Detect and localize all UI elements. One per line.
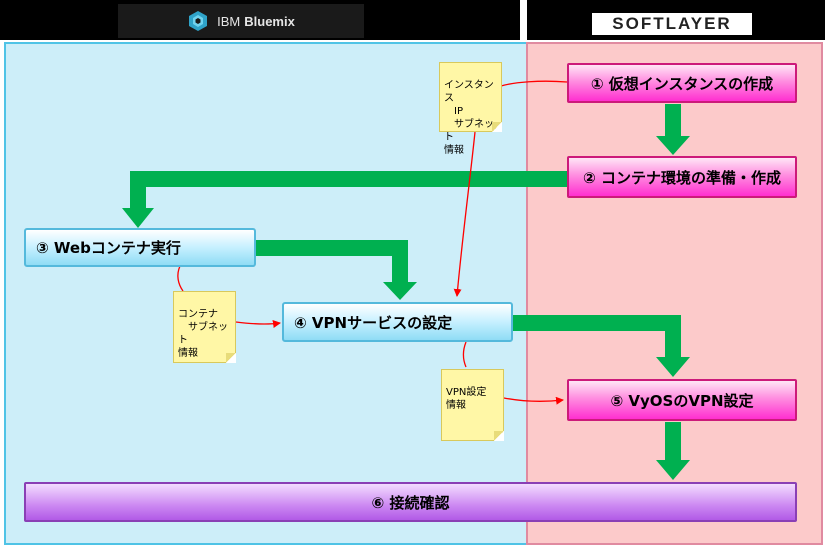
note-fold bbox=[494, 431, 504, 441]
red-arrow-note-to-step5 bbox=[503, 396, 564, 405]
arrow-step4-to-step5 bbox=[513, 315, 690, 377]
step6-label: ⑥ 接続確認 bbox=[371, 493, 450, 512]
step1-label: ① 仮想インスタンスの作成 bbox=[590, 74, 774, 93]
step4-label: ④ VPNサービスの設定 bbox=[294, 313, 453, 332]
step2-box: ② コンテナ環境の準備・作成 bbox=[567, 156, 797, 198]
step5-label: ⑤ VyOSのVPN設定 bbox=[610, 391, 754, 410]
step4-box: ④ VPNサービスの設定 bbox=[282, 302, 513, 342]
step1-box: ① 仮想インスタンスの作成 bbox=[567, 63, 797, 103]
note-fold bbox=[226, 353, 236, 363]
step2-label: ② コンテナ環境の準備・作成 bbox=[583, 168, 781, 187]
bluemix-icon bbox=[187, 10, 209, 32]
bluemix-logo-name: Bluemix bbox=[244, 13, 295, 29]
step3-label: ③ Webコンテナ実行 bbox=[36, 239, 181, 257]
red-arrow-note-to-step4b bbox=[235, 320, 281, 328]
red-line-step1-to-note bbox=[500, 80, 568, 87]
bluemix-logo: IBM Bluemix bbox=[118, 4, 364, 38]
red-arrow-note-to-step4 bbox=[453, 131, 476, 297]
note-container-subnet-text: コンテナ サブネット 情報 bbox=[178, 309, 228, 359]
red-line-step3-to-note bbox=[177, 265, 184, 292]
softlayer-logo-text: SOFTLAYER bbox=[612, 14, 732, 33]
note-instance-ip-subnet: インスタンス IP サブネット 情報 bbox=[439, 62, 502, 156]
bluemix-logo-prefix: IBM bbox=[217, 13, 241, 29]
note-vpn-settings-text: VPN設定 情報 bbox=[446, 387, 487, 411]
step6-box: ⑥ 接続確認 bbox=[24, 482, 797, 522]
note-vpn-settings: VPN設定 情報 bbox=[441, 369, 504, 441]
note-instance-ip-subnet-text: インスタンス IP サブネット 情報 bbox=[444, 80, 494, 156]
note-fold bbox=[492, 122, 502, 132]
red-line-step4-to-note bbox=[462, 341, 467, 368]
arrow-step5-to-step6 bbox=[656, 422, 690, 480]
step3-box: ③ Webコンテナ実行 bbox=[24, 228, 256, 267]
softlayer-logo: SOFTLAYER bbox=[592, 13, 752, 35]
arrow-step3-to-step4 bbox=[255, 240, 417, 300]
note-container-subnet: コンテナ サブネット 情報 bbox=[173, 291, 236, 363]
arrow-step2-to-step3 bbox=[122, 171, 567, 228]
step5-box: ⑤ VyOSのVPN設定 bbox=[567, 379, 797, 421]
arrow-step1-to-step2 bbox=[656, 104, 690, 155]
